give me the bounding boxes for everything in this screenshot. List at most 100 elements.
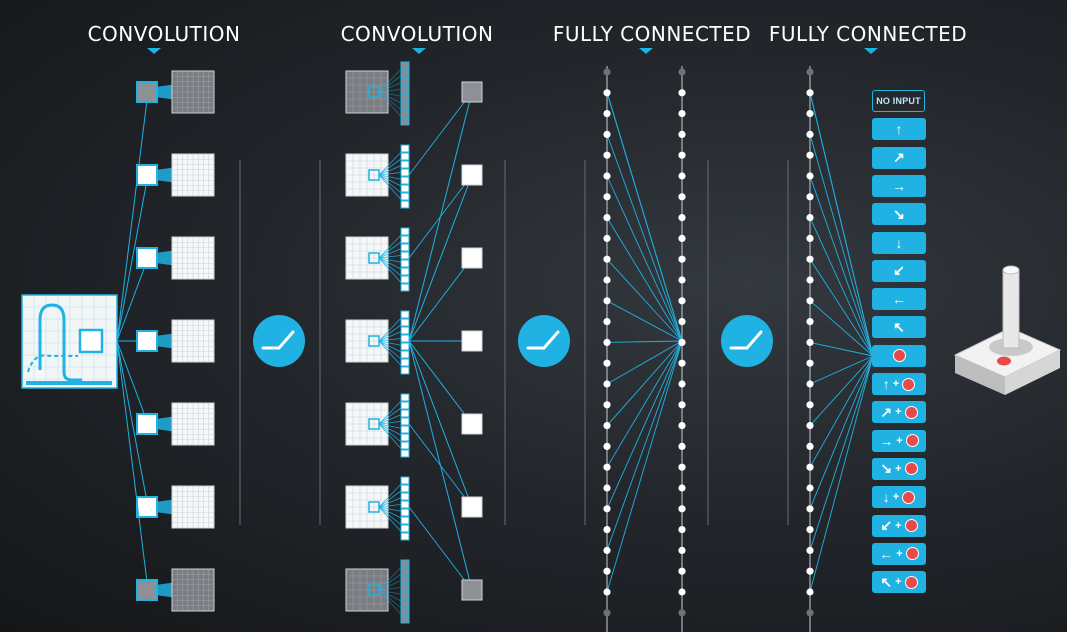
- conv2-weight-cell: [400, 144, 410, 153]
- fc-neuron: [806, 609, 814, 617]
- game-cursor: [78, 328, 104, 354]
- fc-neuron: [678, 546, 686, 555]
- conv2-weight-cell: [400, 476, 410, 485]
- conv2-weight-cell: [400, 615, 410, 624]
- connection-line: [809, 355, 874, 551]
- connection-line: [408, 340, 473, 508]
- connection-line: [809, 355, 874, 426]
- fc-neuron: [806, 567, 814, 575]
- fc-neuron: [678, 463, 686, 471]
- plus-sign: +: [895, 462, 902, 475]
- conv2-weight-cell: [400, 109, 410, 118]
- connection-line: [809, 300, 874, 357]
- fc-neuron: [678, 89, 686, 97]
- conv1-filter-square: [136, 496, 158, 518]
- action-arrow-down-left: ↙: [872, 259, 926, 282]
- fc-neuron: [678, 442, 686, 450]
- fc-neuron: [806, 172, 814, 180]
- plus-sign: +: [892, 378, 900, 390]
- arrow-right-icon: →: [879, 432, 894, 449]
- joystick-base-right: [1005, 350, 1060, 395]
- fc-neuron: [603, 505, 611, 513]
- arrow-up-right-icon: ↗: [880, 403, 893, 420]
- fc-neuron: [603, 172, 611, 180]
- conv2-weight-cell: [400, 591, 410, 600]
- conv2-weight-cell: [400, 366, 410, 375]
- plus-sign: +: [895, 406, 902, 419]
- conv1-filter-square: [136, 247, 158, 269]
- fc-neuron: [806, 526, 814, 534]
- connection-line: [408, 423, 473, 508]
- fc-neuron: [603, 110, 611, 118]
- fc-neuron: [603, 297, 611, 305]
- connection-line: [408, 91, 473, 176]
- fc-neuron: [678, 609, 686, 617]
- conv2-weight-cell: [400, 334, 410, 343]
- action-arrow-down-right-fire: ↘+: [872, 457, 926, 480]
- connection-line: [809, 355, 874, 385]
- heading-fully-connected-2: FULLY CONNECTED: [768, 22, 968, 46]
- conv2-weight-cell: [400, 425, 410, 434]
- fc-neuron: [806, 422, 814, 430]
- connection-line: [116, 340, 149, 508]
- connection-line: [116, 91, 149, 342]
- heading-fully-connected-1: FULLY CONNECTED: [552, 22, 752, 46]
- conv2-weight-cell: [400, 275, 410, 284]
- fc-neuron: [603, 193, 611, 201]
- game-screen-icon: [21, 294, 118, 389]
- fc-neuron: [678, 276, 686, 284]
- pooled-unit: [461, 164, 483, 186]
- conv2-weight-cell: [400, 77, 410, 86]
- plus-sign: +: [896, 434, 903, 447]
- conv2-weight-cell: [400, 409, 410, 418]
- fc-neuron: [603, 338, 611, 346]
- arrow-down-icon: ↓: [895, 234, 903, 251]
- connection-line: [606, 340, 683, 468]
- fc-neuron: [806, 505, 814, 513]
- fc-neuron: [678, 484, 686, 492]
- connection-line: [606, 91, 683, 342]
- arrow-down-icon: ↓: [882, 489, 890, 506]
- action-arrow-up: ↑: [872, 118, 926, 141]
- conv2-weight-cell: [400, 358, 410, 367]
- conv2-weight-cell: [400, 342, 410, 351]
- action-arrow-up-right: ↗: [872, 146, 926, 169]
- fire-icon: [902, 377, 916, 391]
- fc-neuron: [603, 442, 611, 450]
- fc-neuron: [806, 234, 814, 242]
- conv2-weight-cell: [400, 401, 410, 410]
- action-arrow-down-right: ↘: [872, 203, 926, 226]
- arrow-right-icon: →: [892, 177, 906, 194]
- fc-neuron: [603, 422, 611, 430]
- action-arrow-left: ←: [872, 288, 926, 311]
- conv1-filter-square: [136, 579, 158, 601]
- fc-neuron: [678, 401, 686, 409]
- relu-activation-icon: [518, 315, 570, 367]
- conv2-weight-cell: [400, 567, 410, 576]
- pooled-unit: [461, 496, 483, 518]
- conv2-feature-map: [345, 236, 389, 280]
- fc-neuron: [806, 463, 814, 471]
- fc-neuron: [603, 526, 611, 534]
- fire-icon: [905, 434, 919, 448]
- connection-line: [408, 506, 473, 591]
- conv2-weight-cell: [400, 259, 410, 268]
- conv2-weight-cell: [400, 417, 410, 426]
- conv1-filter-square: [136, 330, 158, 352]
- action-arrow-up-left: ↖: [872, 316, 926, 339]
- pooled-unit: [461, 413, 483, 435]
- conv2-weight-cell: [400, 235, 410, 244]
- fc-neuron: [806, 89, 814, 97]
- arrow-down-right-icon: ↘: [880, 460, 893, 477]
- conv2-weight-cell: [400, 152, 410, 161]
- arrow-up-left-icon: ↖: [893, 318, 905, 335]
- plus-sign: +: [895, 519, 902, 532]
- conv2-weight-cell: [400, 516, 410, 525]
- relu-curve: [261, 330, 295, 350]
- conv2-weight-cell: [400, 575, 410, 584]
- relu-circle: [518, 315, 570, 367]
- action-fire: [872, 344, 926, 367]
- relu-activation-icon: [721, 315, 773, 367]
- fc-neuron: [603, 318, 611, 326]
